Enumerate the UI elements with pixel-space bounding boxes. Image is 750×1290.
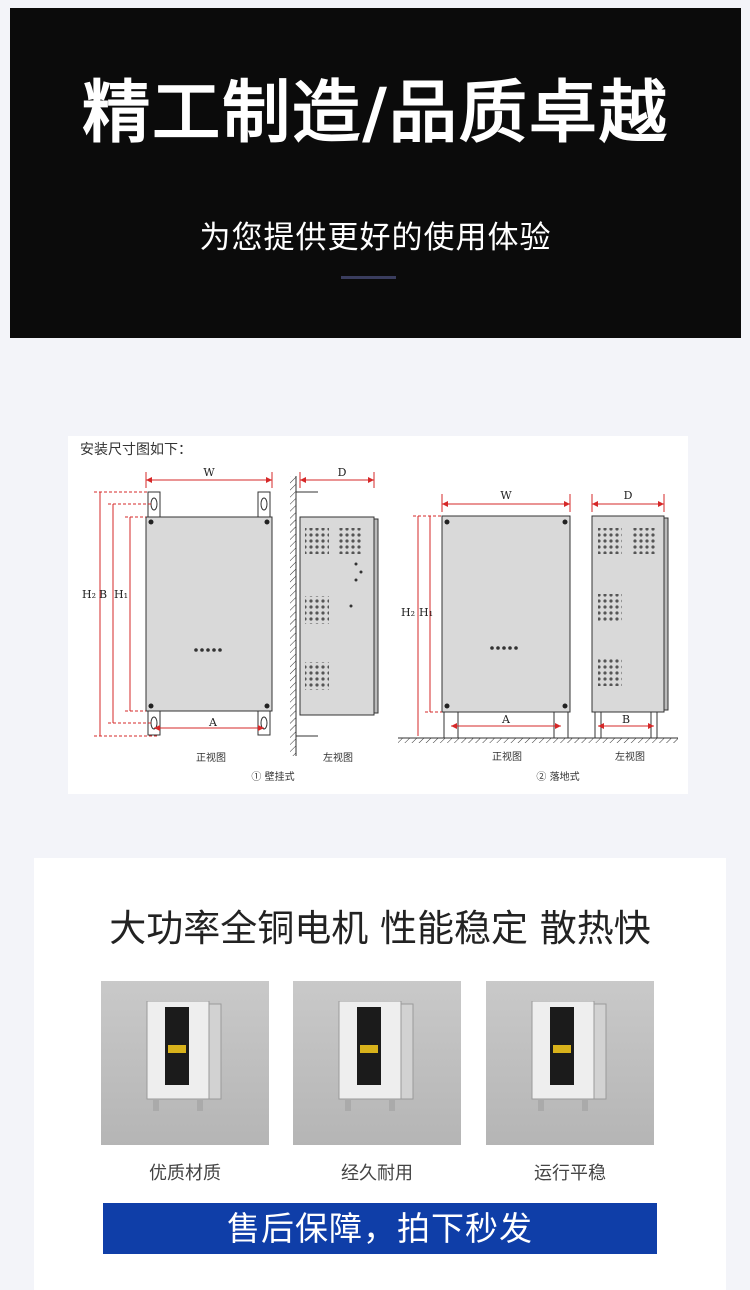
wall-side-caption: 左视图 [323, 751, 353, 764]
feature-caption: 运行平稳 [534, 1163, 606, 1184]
feature-card: 运行平稳 [486, 981, 654, 1185]
feature-title: 大功率全铜电机 性能稳定 散热快 [109, 907, 651, 950]
floor-a-label: A [501, 713, 511, 726]
wall-b-label: B [99, 588, 107, 601]
wall-w-label: W [203, 466, 215, 479]
feature-panel: 大功率全铜电机 性能稳定 散热快 优质材质 经久耐 [34, 858, 726, 1290]
cabinet-image [146, 1001, 222, 1111]
hero-subtitle: 为您提供更好的使用体验 [199, 220, 552, 256]
feature-caption: 经久耐用 [341, 1163, 413, 1184]
hero-banner: 精工制造/品质卓越 为您提供更好的使用体验 [10, 8, 741, 338]
dimension-drawing: 安装尺寸图如下： W [80, 442, 678, 783]
wall-h1-label: H₁ [114, 588, 128, 601]
wall-h2-label: H₂ [82, 588, 96, 601]
installation-diagram: 安装尺寸图如下： W [68, 436, 688, 794]
product-photo [293, 981, 461, 1145]
hero-divider [341, 276, 396, 279]
floor-front-view: W H₂ H₁ A 正视图 [398, 489, 678, 763]
feature-card: 经久耐用 [293, 981, 461, 1185]
wall-front-view: W H₂ B H₁ A 正视图 [82, 466, 273, 764]
feature-card: 优质材质 [101, 981, 269, 1185]
floor-h2-label: H₂ [401, 606, 415, 619]
product-photo [101, 981, 269, 1145]
wall-a-label: A [208, 716, 218, 729]
cabinet-image [531, 1001, 607, 1111]
wall-front-caption: 正视图 [196, 751, 226, 764]
floor-front-caption: 正视图 [492, 750, 522, 763]
diagram-heading: 安装尺寸图如下： [80, 442, 192, 458]
wall-mode-caption: ① 壁挂式 [251, 770, 294, 783]
wall-side-view: D 左视图 [290, 466, 379, 764]
hero-title: 精工制造/品质卓越 [82, 74, 669, 153]
floor-w-label: W [500, 489, 512, 502]
after-sales-banner[interactable]: 售后保障，拍下秒发 [103, 1203, 657, 1254]
floor-side-view: D B 左视图 [591, 489, 669, 763]
product-photo [486, 981, 654, 1145]
floor-h1-label: H₁ [419, 606, 433, 619]
floor-side-caption: 左视图 [615, 750, 645, 763]
floor-b-label: B [622, 713, 630, 726]
feature-caption: 优质材质 [149, 1163, 221, 1184]
floor-mode-caption: ② 落地式 [536, 770, 579, 783]
wall-d-label: D [338, 466, 347, 479]
floor-d-label: D [624, 489, 633, 502]
cabinet-image [338, 1001, 414, 1111]
